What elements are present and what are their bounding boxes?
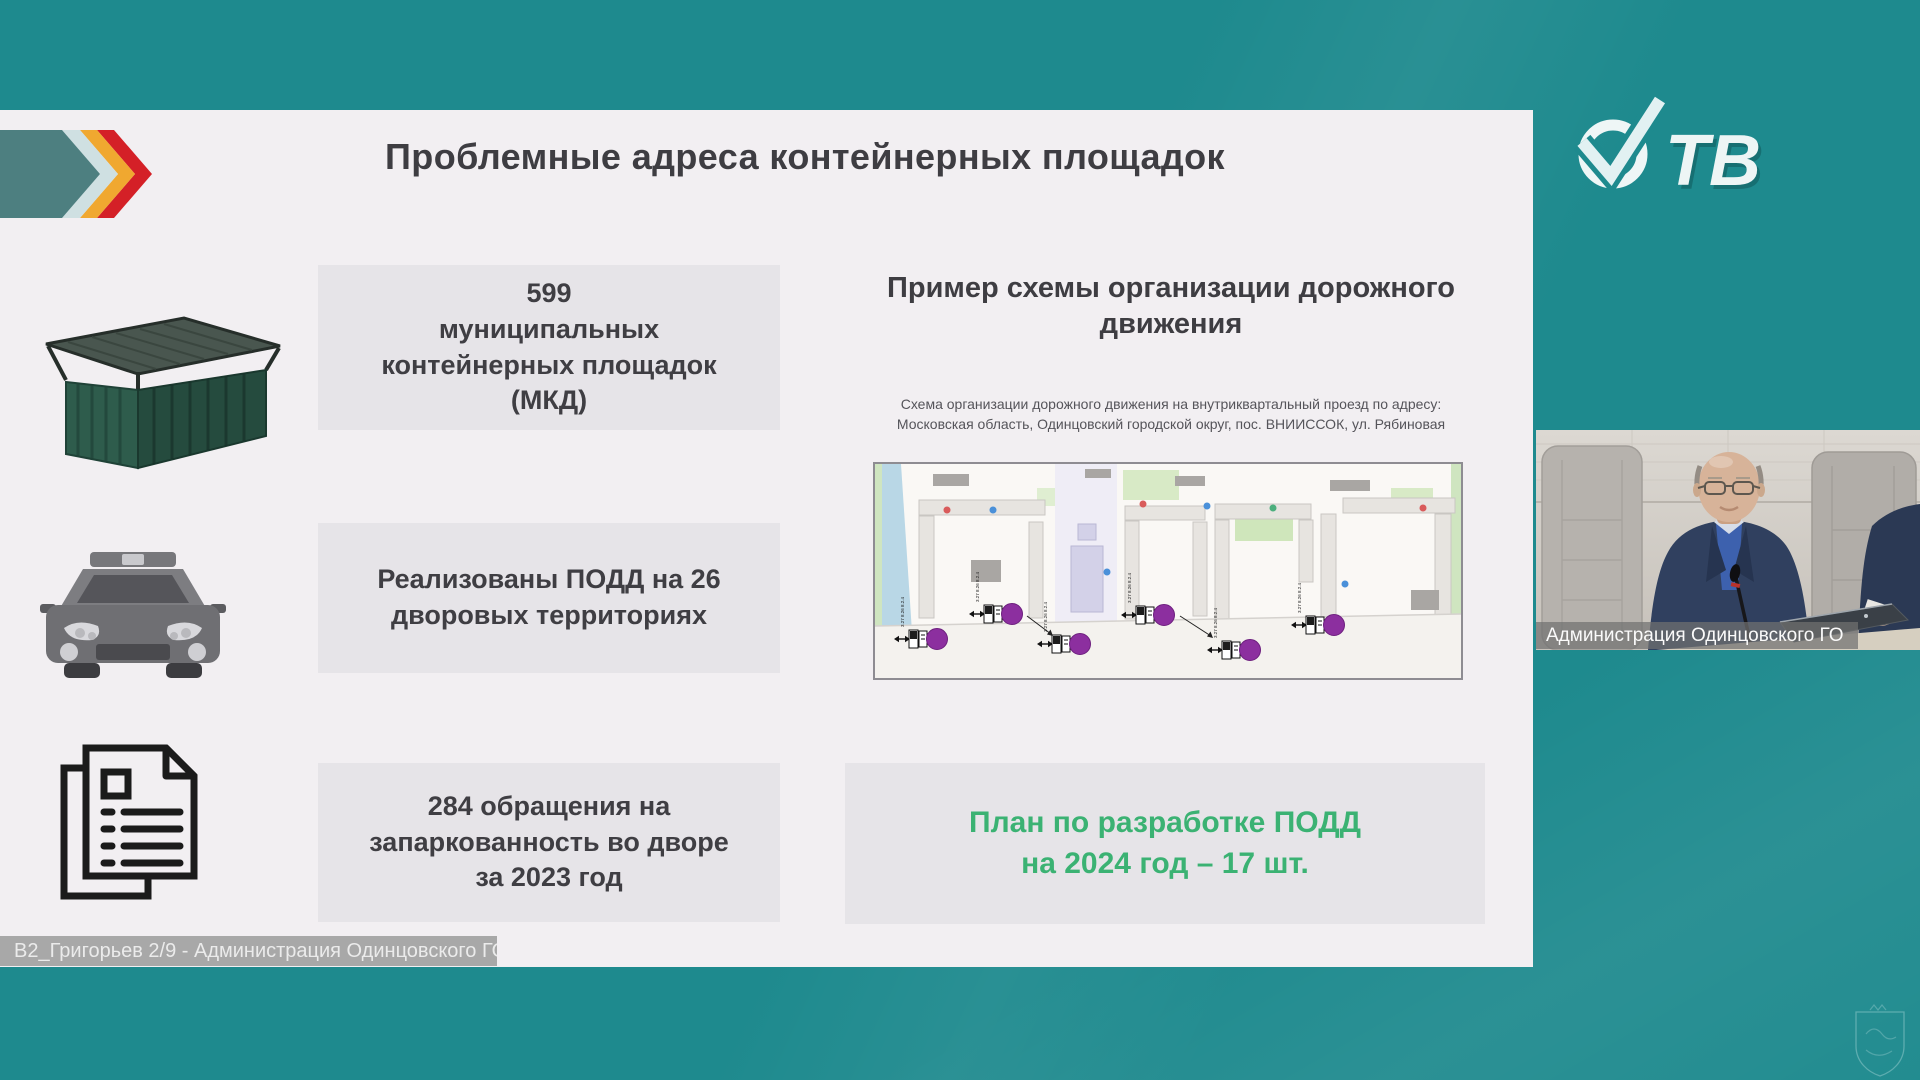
- stat-text-appeals: 284 обращения на запаркованность во двор…: [369, 790, 729, 893]
- logo-letters-shadow: ТВ: [1668, 125, 1764, 205]
- coat-of-arms-watermark: [1855, 1004, 1905, 1077]
- waste-container-icon: [45, 316, 281, 470]
- example-heading: Пример схемы организации дорожного движе…: [887, 272, 1455, 341]
- office-chair: [1541, 445, 1643, 650]
- chevron-decoration: [0, 130, 152, 218]
- plan-text: План по разработке ПОДД на 2024 год – 17…: [969, 806, 1361, 880]
- logo-letters: ТВ: [1665, 121, 1761, 201]
- stat-card-podd: Реализованы ПОДД на 26 дворовых территор…: [318, 523, 780, 673]
- map-caption: Схема организации дорожного движения на …: [896, 396, 1446, 433]
- stat-text-podd: Реализованы ПОДД на 26 дворовых территор…: [377, 564, 721, 630]
- otv-channel-logo: ТВ ТВ: [1573, 94, 1764, 205]
- logo-check-icon: [1577, 96, 1666, 187]
- stream-label: В2_Григорьев 2/9 - Администрация Одинцов…: [0, 936, 497, 966]
- police-car-icon: [40, 552, 226, 678]
- documents-icon: [60, 744, 198, 900]
- stat-card-containers: 599 муниципальных контейнерных площадок …: [318, 265, 780, 430]
- plan-card: План по разработке ПОДД на 2024 год – 17…: [845, 763, 1485, 924]
- glasses: [1697, 481, 1761, 495]
- stat-text-containers: 599 муниципальных контейнерных площадок …: [381, 277, 717, 416]
- traffic-scheme-map: 3.27 8.26 8.2.4: [873, 462, 1463, 680]
- speaker-caption: Администрация Одинцовского ГО: [1536, 622, 1858, 649]
- speaker-video-inset: [1536, 430, 1920, 650]
- speaker-figure: [1648, 452, 1810, 650]
- slide-title: Проблемные адреса контейнерных площадок: [385, 136, 1225, 177]
- stat-card-appeals: 284 обращения на запаркованность во двор…: [318, 763, 780, 922]
- map-image: 3.27 8.26 8.2.4: [874, 464, 1462, 678]
